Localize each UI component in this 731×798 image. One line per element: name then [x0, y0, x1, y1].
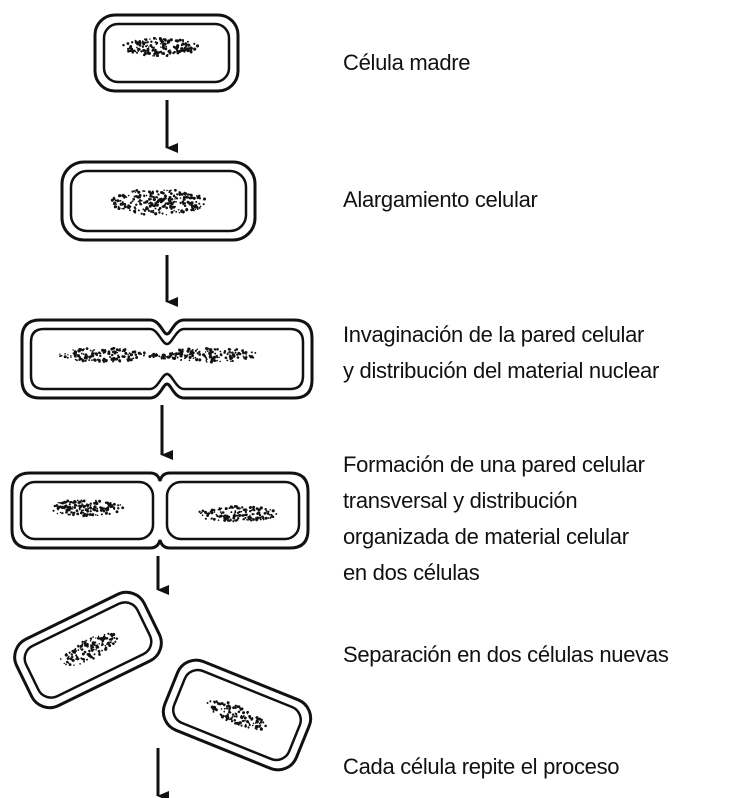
nuclear-material [110, 188, 207, 216]
label-line: Célula madre [343, 50, 471, 75]
cell-daughter-1 [13, 590, 163, 710]
nuclear-material [59, 346, 146, 364]
nuclear-material [198, 505, 278, 523]
cell-transverse-wall [10, 471, 310, 550]
nuclear-material [59, 632, 119, 667]
step-label-invagination: Invaginación de la pared celular y distr… [343, 317, 659, 389]
label-line: Formación de una pared celular [343, 452, 645, 477]
step-label-transverse-wall: Formación de una pared celular transvers… [343, 447, 645, 591]
label-line: organizada de material celular [343, 524, 629, 549]
label-line: Cada célula repite el proceso [343, 754, 620, 779]
label-line: y distribución del material nuclear [343, 358, 659, 383]
nuclear-material [52, 499, 125, 518]
step-label-elongation: Alargamiento celular [343, 182, 538, 218]
label-line: Separación en dos células nuevas [343, 642, 669, 667]
cell-elongated [60, 160, 257, 242]
step-label-mother-cell: Célula madre [343, 45, 471, 81]
step-label-separation: Separación en dos células nuevas [343, 637, 669, 673]
label-line: Invaginación de la pared celular [343, 322, 645, 347]
step-label-repeat: Cada célula repite el proceso [343, 749, 620, 785]
nuclear-material [148, 352, 177, 360]
cell-invaginating [20, 318, 314, 400]
nuclear-material [168, 347, 257, 364]
cell-daughter-2 [161, 658, 313, 772]
label-line: Alargamiento celular [343, 187, 538, 212]
cell-mother [93, 13, 240, 93]
nuclear-material [122, 36, 200, 58]
label-line: en dos células [343, 560, 480, 585]
label-line: transversal y distribución [343, 488, 578, 513]
nuclear-material [206, 700, 267, 731]
